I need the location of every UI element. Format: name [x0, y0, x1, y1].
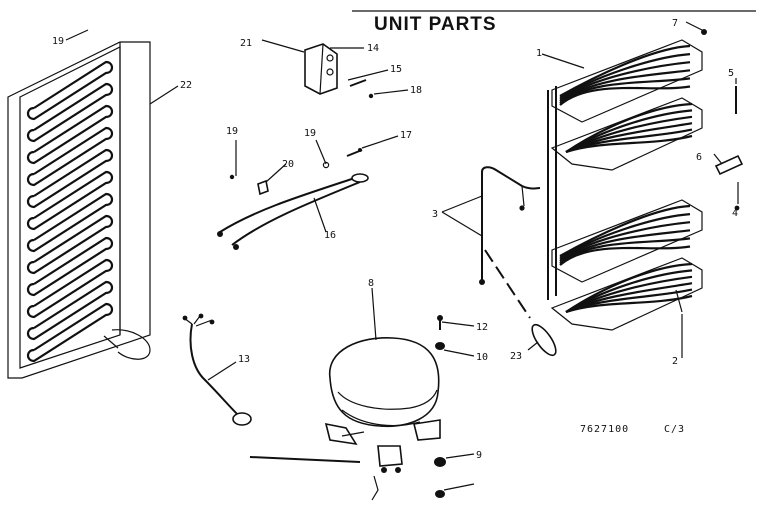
page-indicator: C/3 — [664, 424, 685, 435]
callout-14: 14 — [367, 43, 379, 54]
shelf-tube — [559, 245, 691, 266]
shelf-tube — [559, 229, 691, 263]
leader-lines — [65, 21, 739, 491]
callout-13: 13 — [238, 354, 250, 365]
callout-5: 5 — [728, 68, 734, 79]
shelf-tube — [559, 237, 691, 265]
callout-23: 23 — [510, 351, 522, 362]
callout-19-clip: 19 — [304, 128, 316, 139]
title-block: UNIT PARTS — [352, 10, 756, 35]
shelf-tube — [550, 97, 703, 171]
callout-21: 21 — [240, 38, 252, 49]
shelf-tube — [551, 199, 703, 283]
shelf-tube — [559, 221, 691, 261]
callout-19-harness: 19 — [226, 126, 238, 137]
callout-4: 4 — [732, 208, 738, 219]
shelf-tube — [559, 44, 691, 97]
compressor — [249, 337, 441, 501]
shelf-tube — [559, 61, 691, 101]
condenser-panel — [7, 41, 151, 379]
callout-2: 2 — [672, 356, 678, 367]
callout-10: 10 — [476, 352, 488, 363]
shelf-tube — [559, 69, 691, 103]
diagram-code: 7627100 — [580, 424, 629, 435]
callout-19-panel: 19 — [52, 36, 64, 47]
upper-shelf — [550, 39, 703, 171]
callout-9: 9 — [476, 450, 482, 461]
callout-3: 3 — [432, 209, 438, 220]
shelf-tube — [551, 39, 703, 123]
shelf-tube — [559, 77, 691, 105]
diagram-code-block: 7627100 C/3 — [580, 424, 685, 435]
wiring-harness — [217, 148, 369, 250]
shelf-tube — [559, 85, 691, 106]
shelf-tube — [565, 134, 693, 154]
evaporator-shelves — [547, 39, 703, 331]
callout-18: 18 — [410, 85, 422, 96]
callout-6: 6 — [696, 152, 702, 163]
tube-assembly — [479, 166, 557, 357]
shelf-tube — [559, 204, 691, 257]
side-hardware — [701, 29, 744, 211]
condenser-coil — [26, 60, 114, 363]
callout-12: 12 — [476, 322, 488, 333]
callout-17: 17 — [400, 130, 412, 141]
callout-1: 1 — [536, 48, 542, 59]
lower-shelf — [550, 199, 703, 331]
diagram-title: UNIT PARTS — [374, 14, 497, 35]
callout-8: 8 — [368, 278, 374, 289]
relay-assembly — [261, 39, 374, 99]
power-cord — [182, 313, 252, 426]
callout-16: 16 — [324, 230, 336, 241]
callout-7: 7 — [672, 18, 678, 29]
callout-15: 15 — [390, 64, 402, 75]
callout-22: 22 — [180, 80, 192, 91]
shelf-tube — [550, 257, 703, 331]
callout-labels: 19 22 21 14 15 18 19 20 19 17 16 13 8 12… — [52, 18, 738, 461]
mounting-hardware — [434, 315, 446, 498]
callout-20: 20 — [282, 159, 294, 170]
shelf-tube — [559, 213, 691, 259]
shelf-tube — [559, 53, 691, 99]
